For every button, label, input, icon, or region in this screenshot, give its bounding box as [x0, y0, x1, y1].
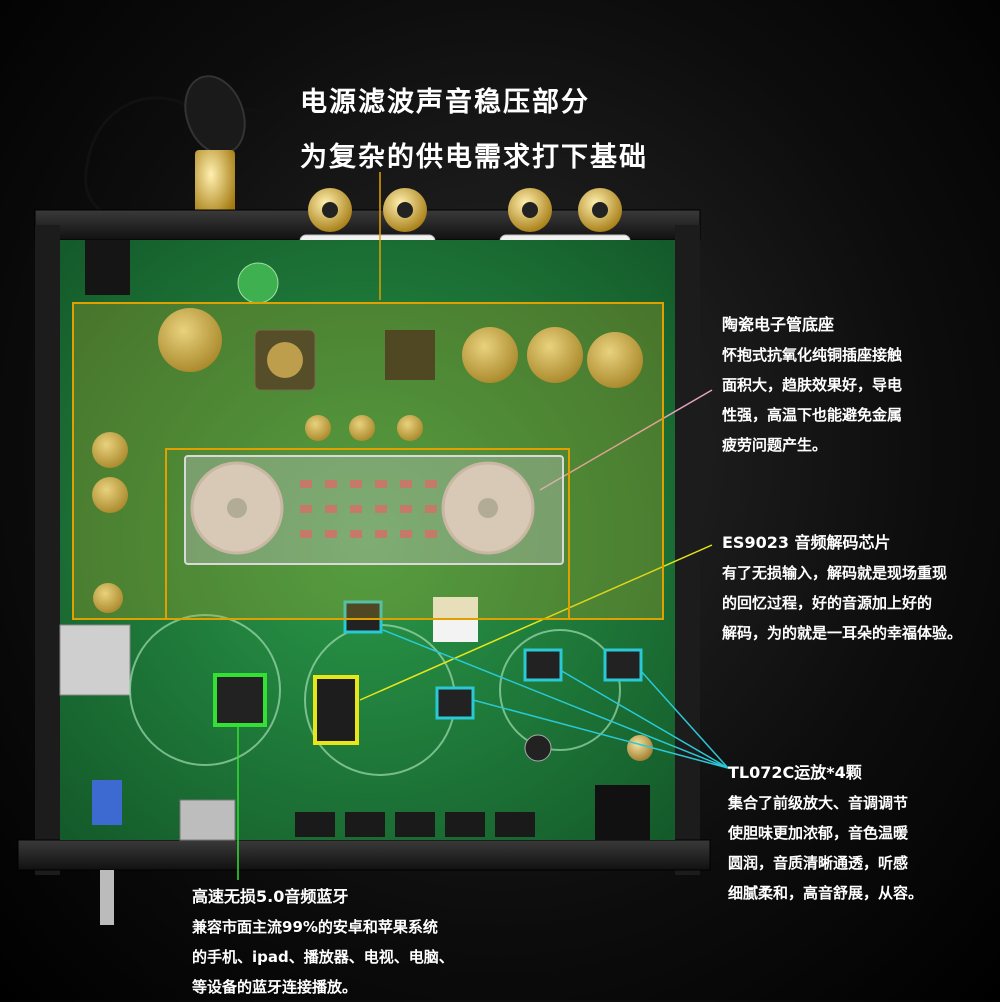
- socket-annotation-line: 疲劳问题产生。: [722, 436, 828, 454]
- headphone-jack: [595, 785, 650, 840]
- usb-port: [179, 799, 236, 841]
- case-right-side: [675, 225, 700, 875]
- socket-annotation-heading: 陶瓷电子管底座: [722, 315, 835, 334]
- socket-annotation-line: 面积大，趋肤效果好，导电: [722, 376, 903, 394]
- antenna-connector: [195, 150, 235, 220]
- bluetooth-chip: [213, 673, 267, 727]
- opamp-chip-4: [603, 648, 643, 682]
- opamp-annotation: TL072C运放*4颗 集合了前级放大、音调调节 使胆味更加浓郁，音色温暖 圆润…: [728, 758, 923, 908]
- socket-annotation-line: 性强，高温下也能避免金属: [722, 406, 903, 424]
- resistor-grid: [300, 480, 437, 538]
- bluetooth-annotation-line: 的手机、ipad、播放器、电视、电脑、: [192, 948, 454, 966]
- opamp-annotation-line: 细腻柔和，高音舒展，从容。: [728, 884, 924, 902]
- tube-sockets: [190, 461, 535, 555]
- case-left-side: [35, 225, 60, 875]
- regulator-ic: [385, 330, 435, 380]
- bluetooth-annotation-heading: 高速无损5.0音频蓝牙: [192, 887, 349, 906]
- opamp-chip-3: [523, 648, 563, 682]
- dac-annotation-line: 解码，为的就是一耳朵的幸福体验。: [722, 624, 963, 642]
- dac-annotation: ES9023 音频解码芯片 有了无损输入，解码就是现场重现 的回忆过程，好的音源…: [722, 528, 962, 648]
- tube-area-box: [165, 448, 570, 620]
- socket-annotation: 陶瓷电子管底座 怀抱式抗氧化纯铜插座接触 面积大，趋肤效果好，导电 性强，高温下…: [722, 310, 902, 460]
- dac-annotation-heading: ES9023 音频解码芯片: [722, 533, 891, 552]
- dac-annotation-line: 的回忆过程，好的音源加上好的: [722, 594, 933, 612]
- case-front-panel: [17, 839, 711, 871]
- opamp-annotation-heading: TL072C运放*4颗: [728, 763, 862, 782]
- bluetooth-annotation: 高速无损5.0音频蓝牙 兼容市面主流99%的安卓和苹果系统 的手机、ipad、播…: [192, 882, 454, 1002]
- qc-sticker: [237, 262, 279, 304]
- capacitors: [92, 308, 643, 613]
- headline-subtitle: 为复杂的供电需求打下基础: [300, 142, 648, 173]
- front-buttons: [295, 812, 535, 837]
- dac-annotation-line: 有了无损输入，解码就是现场重现: [722, 564, 948, 582]
- dc-jack: [85, 240, 130, 295]
- tube-socket-section-box: [184, 455, 564, 565]
- opamp-leader-lines: [382, 629, 729, 769]
- bluetooth-annotation-line: 等设备的蓝牙连接播放。: [192, 978, 358, 996]
- opamp-chip-1: [343, 600, 383, 634]
- dac-chip: [313, 675, 359, 745]
- dac-leader-line: [359, 544, 713, 701]
- antenna-cable: [84, 96, 207, 212]
- power-filter-section-box: [72, 302, 664, 620]
- power-switch: [92, 780, 122, 825]
- socket-annotation-line: 怀抱式抗氧化纯铜插座接触: [722, 346, 903, 364]
- bluetooth-annotation-line: 兼容市面主流99%的安卓和苹果系统: [192, 918, 438, 936]
- sd-card-slot: [59, 624, 131, 696]
- antenna-tip: [184, 75, 246, 155]
- headline-title: 电源滤波声音稳压部分: [300, 87, 590, 118]
- opamp-chip-2: [435, 686, 475, 720]
- opamp-annotation-line: 使胆味更加浓郁，音色温暖: [728, 824, 909, 842]
- opamp-annotation-line: 圆润，音质清晰通透，听感: [728, 854, 909, 872]
- opamp-annotation-line: 集合了前级放大、音调调节: [728, 794, 909, 812]
